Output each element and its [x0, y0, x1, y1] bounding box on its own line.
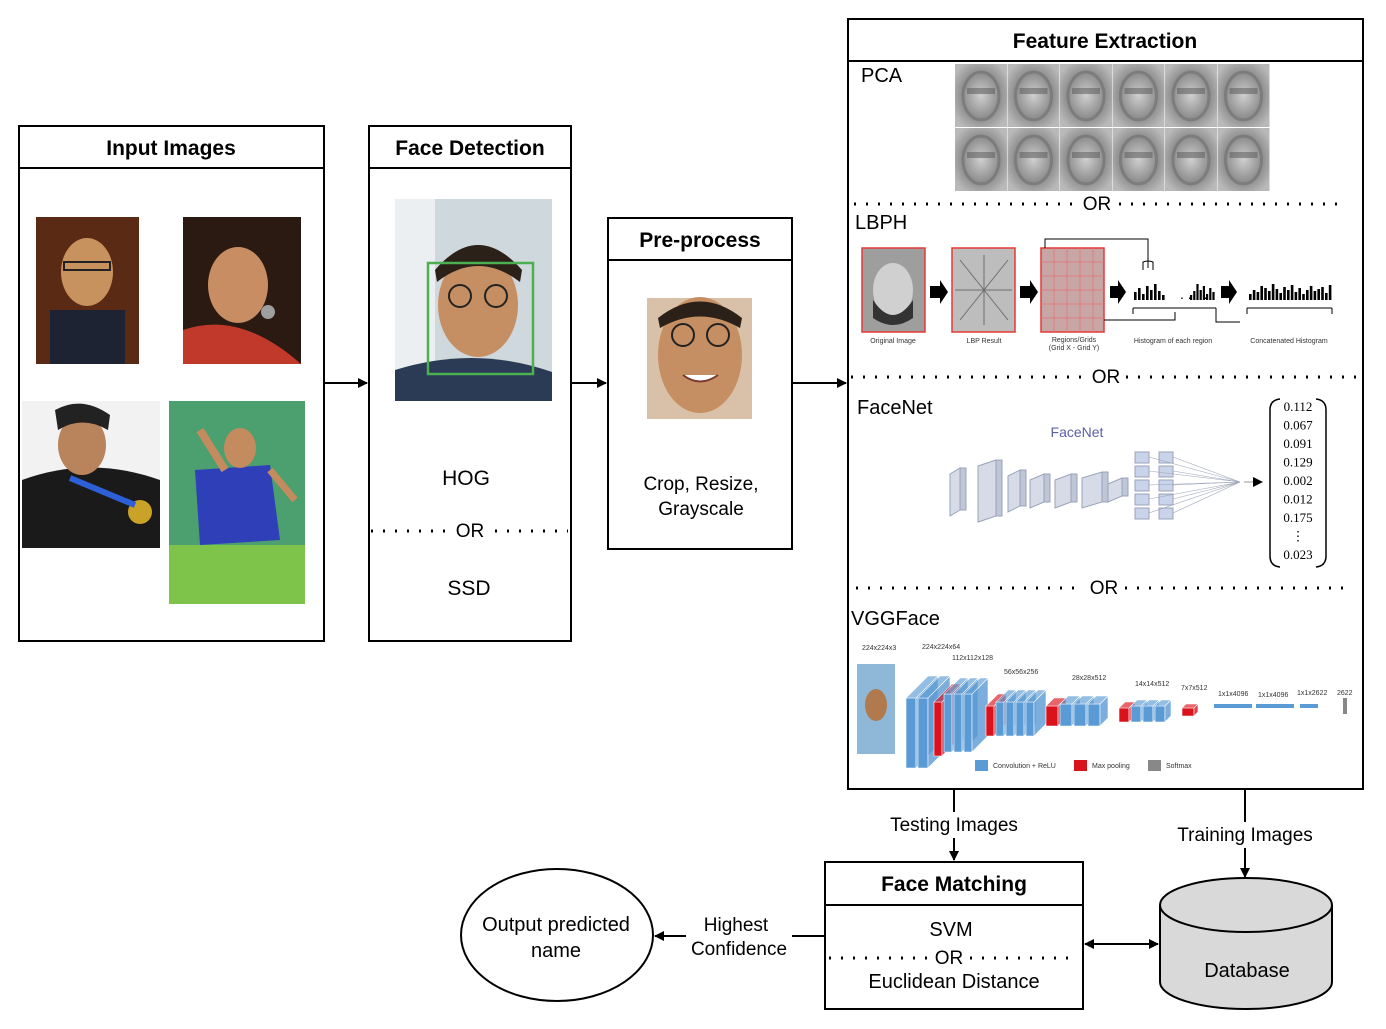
preprocess-panel: Pre-process Crop, Resize, Grayscale — [607, 217, 793, 550]
facenet-label: FaceNet — [857, 397, 933, 419]
vgg-dim-label: 14x14x512 — [1135, 681, 1169, 688]
lbph-caption-lbp: LBP Result — [967, 338, 1002, 345]
highest-label-1: Highest — [704, 915, 769, 936]
input-images-title: Input Images — [106, 137, 236, 160]
vggface-label: VGGFace — [851, 608, 940, 630]
input-photo-3 — [22, 401, 160, 548]
detection-photo — [395, 199, 552, 401]
training-images-label: Training Images — [1177, 825, 1313, 846]
embedding-value: 0.012 — [1283, 492, 1312, 507]
pca-label: PCA — [861, 65, 903, 87]
vgg-dim-label: 1x1x2622 — [1297, 690, 1327, 697]
lbph-concatenated-histogram — [1249, 284, 1332, 300]
fe-or-1: OR — [1083, 194, 1112, 215]
lbph-caption-hist-each: Histogram of each region — [1134, 338, 1212, 345]
method-euclidean: Euclidean Distance — [868, 971, 1039, 993]
embedding-value: ⋮ — [1292, 529, 1305, 544]
feature-extraction-panel: Feature Extraction PCA OR LBPH . . . . — [847, 18, 1364, 790]
legend-pool: Max pooling — [1092, 763, 1130, 770]
fe-or-2: OR — [1092, 367, 1121, 388]
facenet-embedding-vector: 0.112 0.067 0.091 0.129 0.002 0.012 0.175 ⋮ 0.02… — [1283, 399, 1313, 562]
method-ssd: SSD — [447, 577, 490, 600]
vgg-dim-label: 28x28x512 — [1072, 675, 1106, 682]
vgg-dim-label: 1x1x4096 — [1258, 692, 1288, 699]
embedding-value: 0.067 — [1283, 418, 1313, 433]
matching-or: OR — [935, 948, 964, 969]
facenet-diagram-title: FaceNet — [1051, 424, 1104, 440]
legend-softmax: Softmax — [1166, 763, 1192, 770]
legend-conv: Convolution + ReLU — [993, 763, 1056, 770]
vgg-dim-label: 1x1x4096 — [1218, 691, 1248, 698]
legend-swatch-conv — [975, 760, 988, 771]
lbph-caption-grids: Regions/Grids — [1052, 337, 1097, 344]
embedding-value: 0.112 — [1284, 399, 1313, 414]
output-line-2: name — [531, 940, 581, 962]
output-ellipse: Output predicted name — [460, 868, 654, 1002]
vgg-dim-label: 224x224x3 — [862, 645, 896, 652]
detection-or: OR — [456, 521, 485, 542]
database-cylinder: Database — [1159, 877, 1333, 1010]
lbph-caption-hist-concat: Concatenated Histogram — [1250, 338, 1328, 345]
input-photo-2 — [183, 217, 301, 364]
embedding-value: 0.091 — [1283, 436, 1312, 451]
cropped-face-photo — [647, 297, 752, 419]
input-photo-1 — [36, 217, 139, 364]
embedding-value: 0.023 — [1283, 547, 1312, 562]
input-photo-4 — [169, 401, 305, 604]
vgg-dim-label: 112x112x128 — [952, 655, 993, 662]
fe-or-3: OR — [1090, 578, 1119, 599]
input-images-panel: Input Images — [18, 125, 325, 642]
face-detection-panel: Face Detection HOG OR SSD — [368, 125, 572, 642]
lbph-pipeline: . . . . Original Image LBP Result Region… — [861, 238, 1333, 352]
database-label: Database — [1204, 960, 1290, 982]
facenet-network: FaceNet 0.1120.0670.0910.1290.0020.0120.… — [949, 398, 1327, 568]
testing-images-label: Testing Images — [890, 815, 1018, 836]
lbph-caption-original: Original Image — [870, 338, 916, 345]
embedding-value: 0.129 — [1283, 455, 1312, 470]
lbph-caption-grid-xy: (Grid X - Grid Y) — [1049, 345, 1099, 352]
vgg-dim-label: 7x7x512 — [1181, 685, 1208, 692]
feature-extraction-title: Feature Extraction — [1013, 30, 1197, 53]
preprocess-caption-2: Grayscale — [658, 499, 744, 520]
lbph-label: LBPH — [855, 212, 907, 234]
face-matching-title: Face Matching — [881, 873, 1027, 896]
legend-swatch-softmax — [1148, 760, 1161, 771]
preprocess-title: Pre-process — [639, 229, 760, 252]
face-detection-title: Face Detection — [395, 137, 544, 160]
lbph-histograms-each-region — [1134, 284, 1215, 300]
vgg-dim-label: 56x56x256 — [1004, 669, 1038, 676]
vggface-network: 224x224x3 224x224x64 112x112x128 56x56x256 2… — [857, 644, 1353, 771]
legend-swatch-pool — [1074, 760, 1087, 771]
preprocess-caption-1: Crop, Resize, — [643, 474, 758, 495]
vgg-dim-label: 2622 — [1337, 690, 1353, 697]
embedding-value: 0.175 — [1283, 510, 1312, 525]
vgg-dim-label: 224x224x64 — [922, 644, 960, 651]
method-svm: SVM — [929, 919, 972, 941]
method-hog: HOG — [442, 467, 490, 490]
detection-bounding-box — [426, 261, 535, 376]
svg-text:. . . .: . . . . — [1180, 286, 1207, 302]
highest-label-2: Confidence — [691, 939, 787, 960]
pca-eigenfaces — [955, 64, 1270, 191]
embedding-value: 0.002 — [1283, 473, 1312, 488]
output-line-1: Output predicted — [482, 914, 630, 936]
face-matching-panel: Face Matching SVM OR Euclidean Distance — [824, 861, 1084, 1010]
